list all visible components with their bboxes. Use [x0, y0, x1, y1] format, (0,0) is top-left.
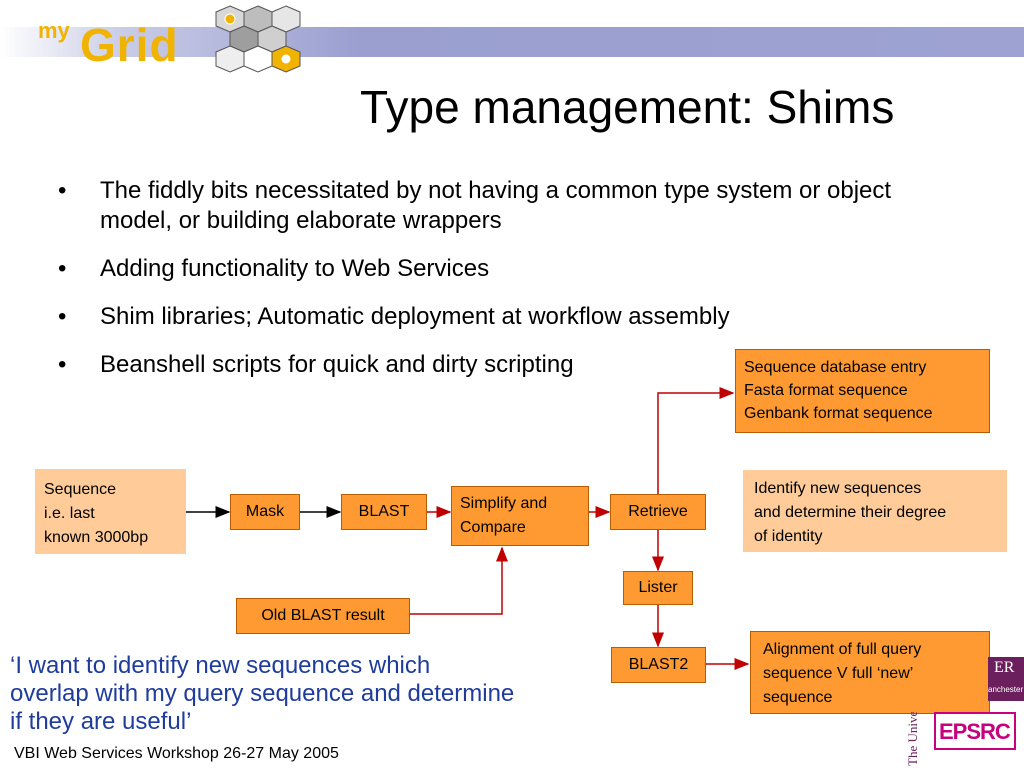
lister-box: Lister — [623, 571, 693, 605]
er-text: ER — [994, 659, 1015, 676]
bullet-item: Beanshell scripts for quick and dirty sc… — [58, 350, 938, 380]
header-band — [0, 27, 1024, 57]
epsrc-text: EPSRC — [939, 719, 1011, 744]
logo-prefix: my — [38, 18, 70, 43]
arrow-oldblast-simplify — [410, 546, 508, 615]
mask-box: Mask — [230, 494, 300, 530]
arrow-retrieve-formats — [657, 387, 735, 494]
epsrc-logo: EPSRC — [934, 712, 1016, 750]
manchester-text: anchester — [988, 685, 1024, 694]
identify-note-box: Identify new sequences and determine the… — [743, 470, 1007, 552]
old-blast-result-box: Old BLAST result — [236, 598, 410, 634]
manchester-er-logo: ER anchester — [988, 657, 1024, 701]
alignment-box: Alignment of full query sequence V full … — [750, 631, 990, 714]
hexagon-cubes-icon — [215, 5, 301, 73]
slide-footer: VBI Web Services Workshop 26-27 May 2005 — [14, 745, 339, 762]
mygrid-logo: my Grid — [30, 5, 310, 88]
simplify-compare-box: Simplify and Compare — [451, 486, 589, 546]
bullet-item: Shim libraries; Automatic deployment at … — [58, 302, 938, 332]
user-quote: ‘I want to identify new sequences which … — [10, 652, 515, 735]
blast2-box: BLAST2 — [611, 647, 706, 683]
logo-name: Grid — [80, 19, 179, 71]
bullet-list: The fiddly bits necessitated by not havi… — [58, 176, 938, 398]
slide-title: Type management: Shims — [360, 81, 895, 133]
university-text: The University of Manchester — [905, 712, 920, 766]
bullet-item: The fiddly bits necessitated by not havi… — [58, 176, 938, 236]
blast-box: BLAST — [341, 494, 427, 530]
sequence-box: Sequence i.e. last known 3000bp — [35, 469, 186, 554]
university-logo: The University of Manchester — [904, 712, 932, 768]
bullet-item: Adding functionality to Web Services — [58, 254, 938, 284]
retrieve-box: Retrieve — [610, 494, 706, 530]
formats-box: Sequence database entry Fasta format seq… — [735, 349, 990, 433]
